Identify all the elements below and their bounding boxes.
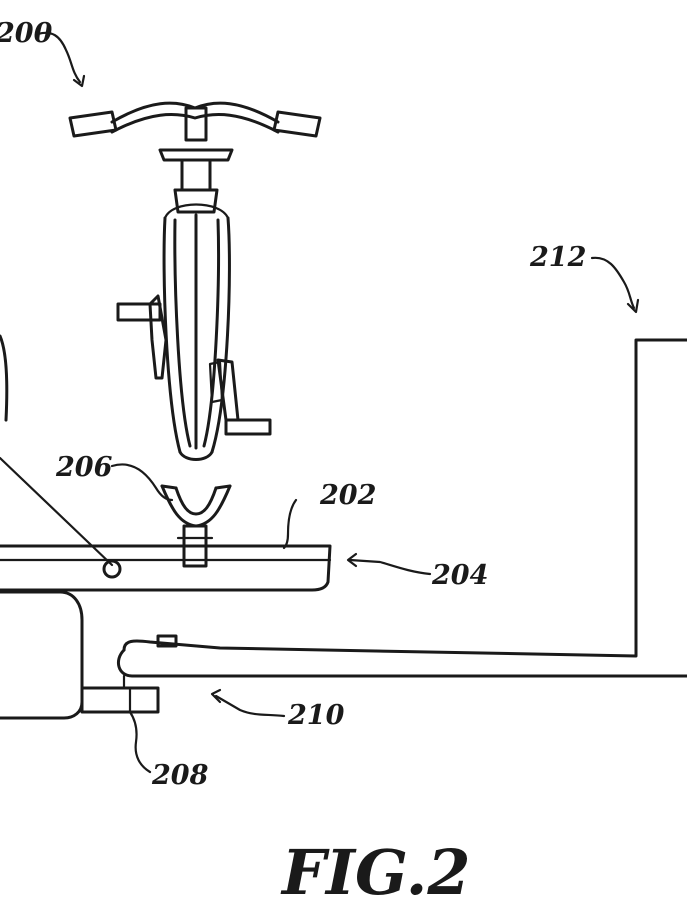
label-208: 208: [151, 760, 209, 791]
label-212: 212: [529, 242, 586, 273]
figure-title: FIG.2: [280, 836, 470, 909]
wheel-cradle: [160, 484, 232, 568]
label-210: 210: [287, 700, 345, 731]
label-200: 200: [0, 18, 53, 49]
leader-lines: [36, 31, 640, 774]
bicycle: [68, 101, 322, 461]
vehicle-body-left: [0, 334, 114, 720]
platform-tray: [0, 544, 332, 592]
hitch-assembly: [80, 338, 687, 714]
label-204: 204: [431, 560, 488, 591]
reference-labels: 200 212 206 202 204 210 208: [0, 18, 586, 791]
label-202: 202: [319, 480, 376, 511]
label-206: 206: [55, 452, 113, 483]
